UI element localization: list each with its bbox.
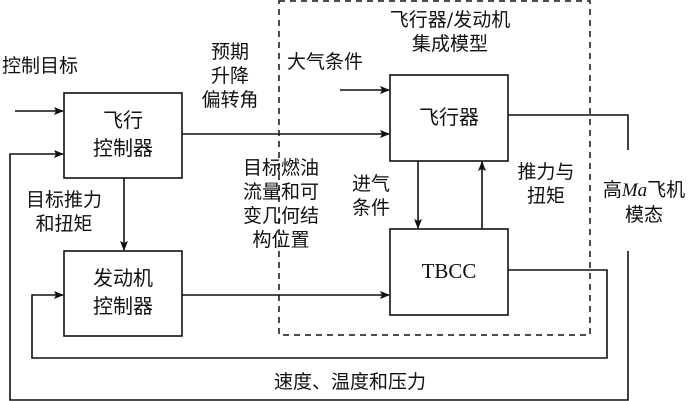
- high-ma-prefix: 高: [602, 179, 622, 201]
- engine-controller-label: 发动机 控制器: [64, 264, 182, 320]
- flight-controller-label-line2: 控制器: [93, 136, 153, 160]
- target-fuel-line3: 变几何结: [242, 205, 319, 227]
- engine-controller-label-line1: 发动机: [93, 266, 153, 290]
- target-thrust-label: 目标推力 和扭矩: [14, 188, 114, 236]
- high-ma-mode-label: 高Ma飞机 模态: [588, 178, 700, 227]
- target-fuel-line1: 目标燃油: [242, 157, 319, 179]
- target-thrust-line2: 和扭矩: [35, 213, 93, 235]
- high-ma-suffix: 飞机: [647, 179, 686, 201]
- expected-deflection-label: 预期 升降 偏转角: [190, 40, 270, 112]
- thrust-torque-line1: 推力与: [517, 161, 575, 183]
- flight-controller-block: [63, 92, 183, 179]
- control-target-label: 控制目标: [2, 55, 79, 77]
- expected-deflection-line2: 升降: [210, 65, 249, 87]
- thrust-torque-label: 推力与 扭矩: [508, 160, 584, 208]
- atmosphere-label: 大气条件: [287, 51, 364, 73]
- integrated-model-title-line1: 飞行器/发动机: [389, 9, 511, 31]
- sensor-feedback-line: [31, 269, 608, 359]
- high-ma-feedback-line: [9, 150, 629, 401]
- high-ma-italic: Ma: [621, 180, 648, 201]
- feedback-label: 速度、温度和压力: [273, 371, 426, 393]
- target-fuel-label: 目标燃油 流量和可 变几何结 构位置: [228, 156, 334, 252]
- flight-controller-label: 飞行 控制器: [64, 106, 182, 162]
- tbcc-label: TBCC: [421, 259, 477, 283]
- inlet-conditions-label: 进气 条件: [346, 172, 396, 220]
- inlet-conditions-line1: 进气: [351, 173, 390, 195]
- inlet-conditions-line2: 条件: [351, 197, 390, 219]
- high-ma-mode-line1: 高Ma飞机: [588, 178, 700, 203]
- integrated-model-title-line2: 集成模型: [411, 33, 488, 55]
- aircraft-block: [389, 74, 509, 162]
- flight-controller-label-line1: 飞行: [103, 108, 143, 132]
- aircraft-label: 飞行器: [419, 105, 479, 129]
- engine-controller-block: [63, 250, 183, 337]
- target-thrust-line1: 目标推力: [25, 189, 102, 211]
- engine-controller-label-line2: 控制器: [93, 294, 153, 318]
- high-ma-feedback-line-top: [508, 114, 629, 150]
- expected-deflection-line3: 偏转角: [201, 89, 259, 111]
- integrated-model-boundary: [278, 0, 591, 336]
- expected-deflection-line1: 预期: [210, 41, 249, 63]
- high-ma-mode-line2: 模态: [624, 204, 663, 226]
- target-fuel-line2: 流量和可: [242, 181, 319, 203]
- target-fuel-line4: 构位置: [252, 229, 310, 251]
- tbcc-block: [389, 228, 509, 316]
- thrust-torque-line2: 扭矩: [526, 185, 565, 207]
- integrated-model-title: 飞行器/发动机 集成模型: [380, 8, 520, 56]
